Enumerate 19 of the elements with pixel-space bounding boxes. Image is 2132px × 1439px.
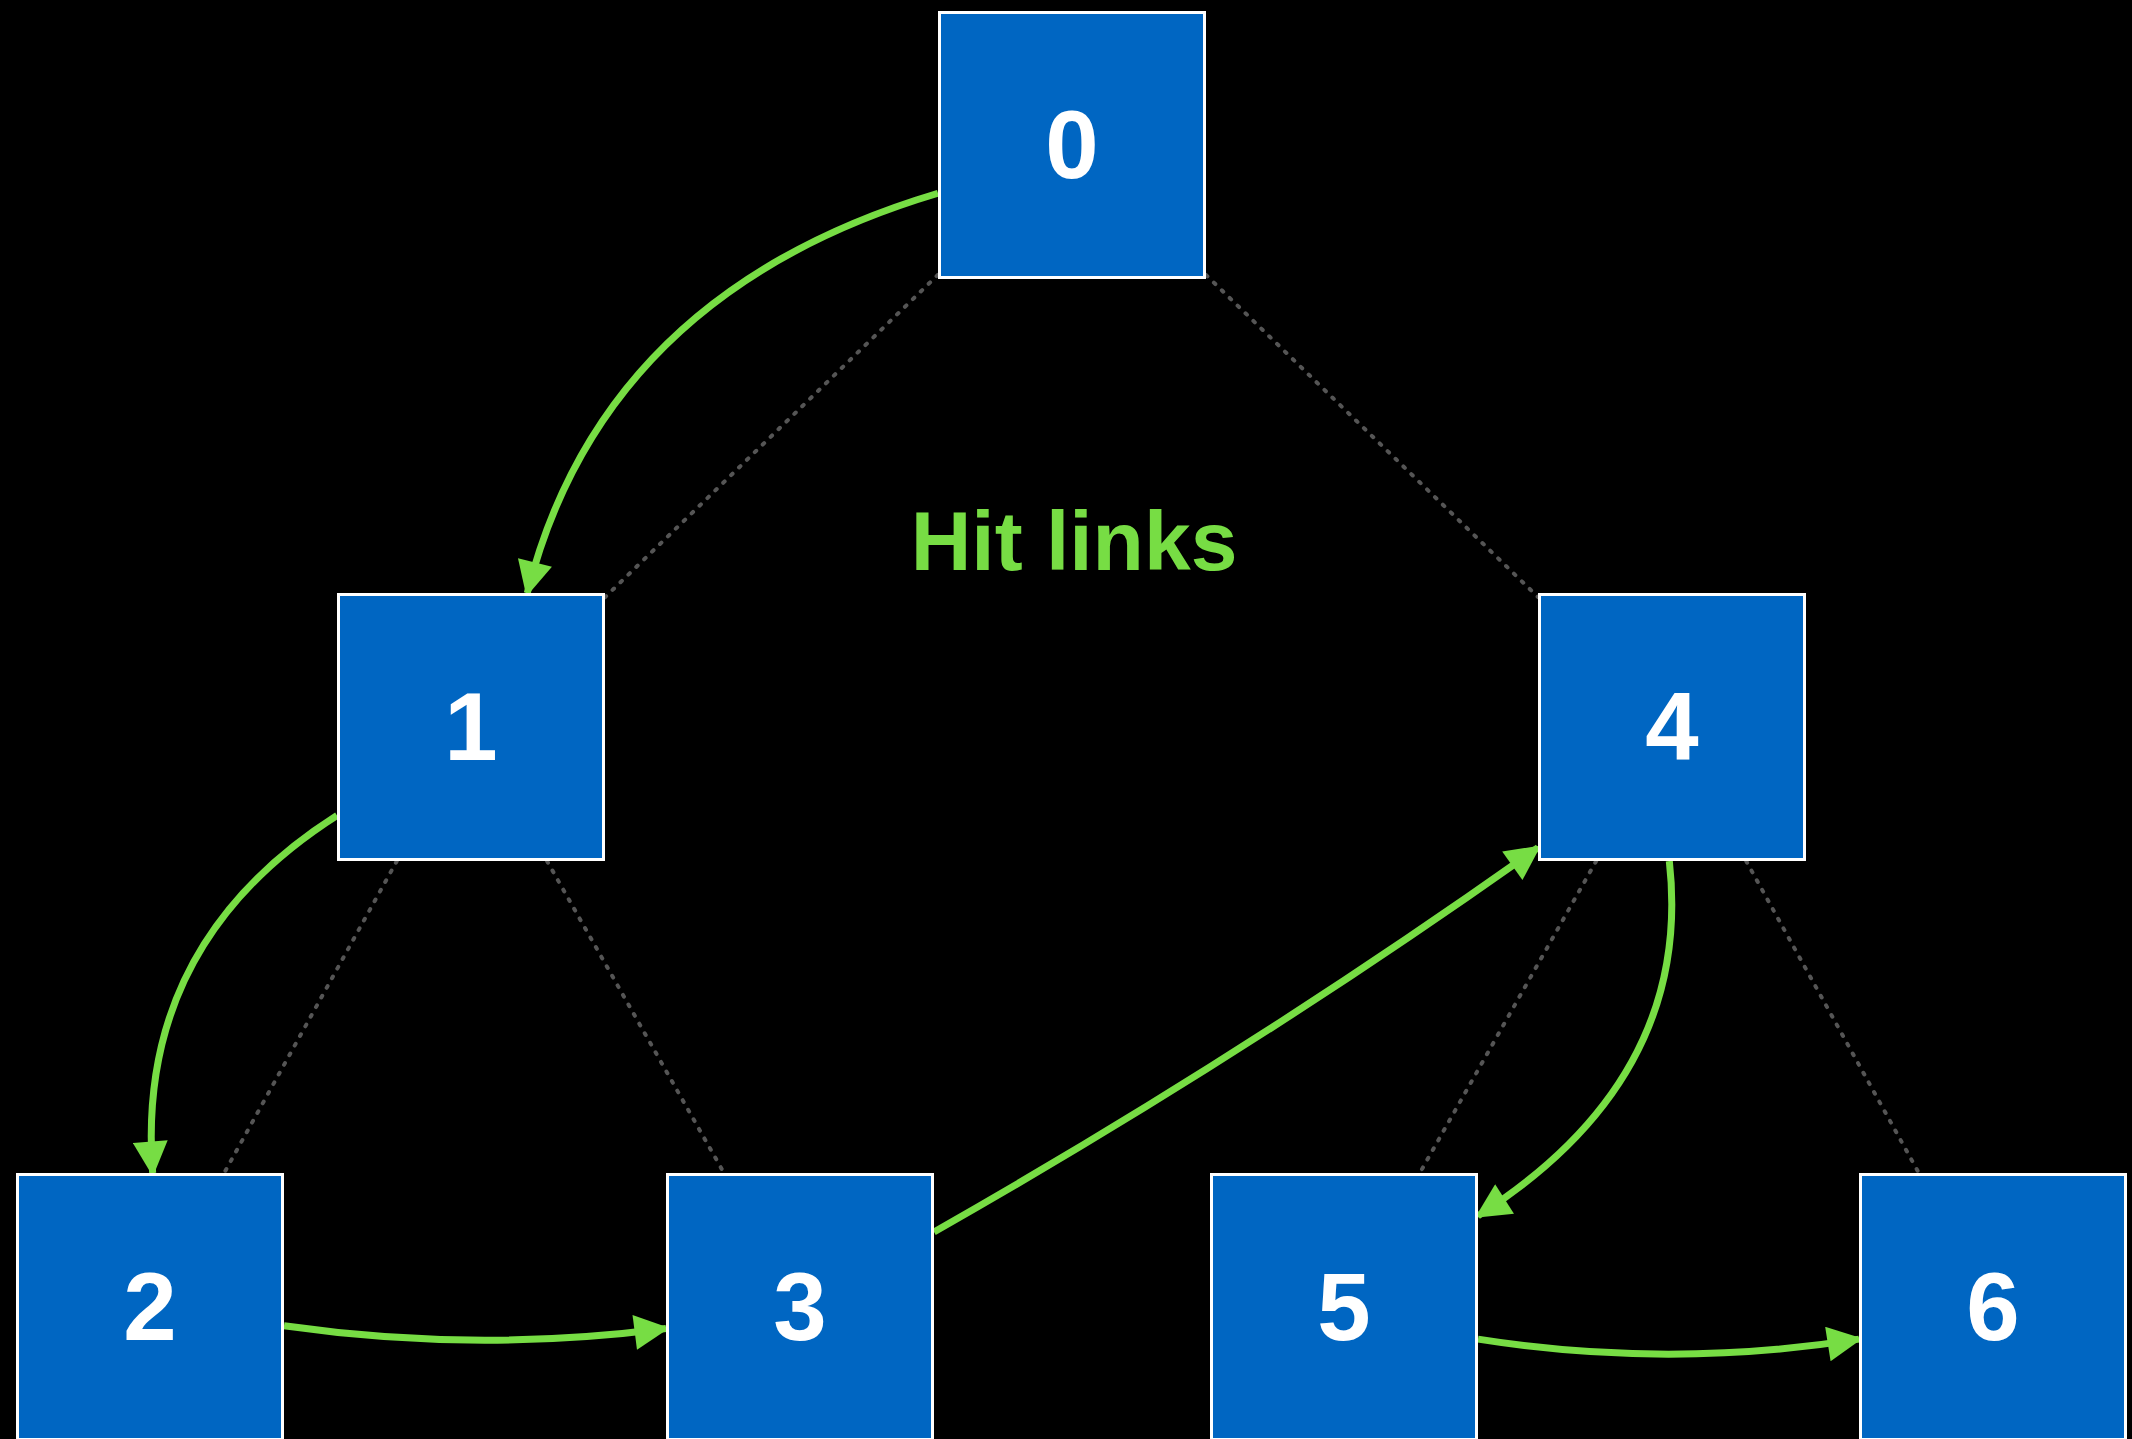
dotted-line <box>603 272 940 600</box>
dotted-line <box>1204 273 1540 599</box>
dotted-line <box>222 859 399 1175</box>
number-box <box>337 593 605 861</box>
number-box <box>666 1173 934 1439</box>
number-box <box>1859 1173 2127 1439</box>
number-box <box>1538 593 1806 861</box>
node-label: 6 <box>1965 1252 2021 1362</box>
number-box <box>938 11 1206 279</box>
node-label: 2 <box>122 1252 178 1362</box>
node-label: 0 <box>1044 90 1100 200</box>
node-label: 4 <box>1644 672 1700 782</box>
node-label: 3 <box>772 1252 828 1362</box>
node-label: 1 <box>443 672 499 782</box>
node-label: 5 <box>1316 1252 1372 1362</box>
number-box <box>1210 1173 1478 1439</box>
annotation-text: Hit links <box>910 492 1238 590</box>
dotted-line <box>1744 859 1921 1175</box>
number-box <box>16 1173 284 1439</box>
